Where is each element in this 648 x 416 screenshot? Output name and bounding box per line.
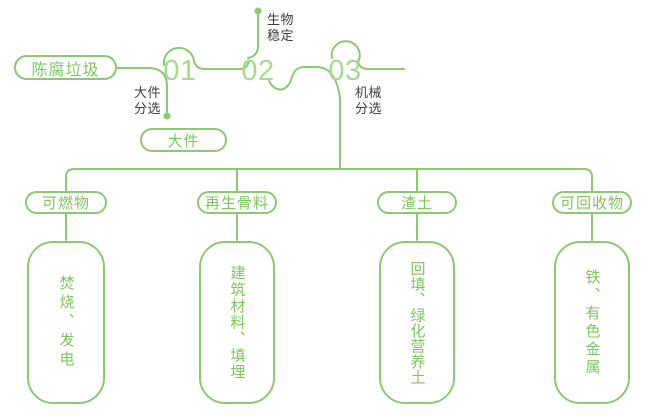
label-mechanical-sorting: 机械 分选 bbox=[355, 85, 383, 116]
node-recyclables: 可回收物 bbox=[552, 191, 632, 214]
box-recyclables-detail: 铁、有色金属 bbox=[554, 241, 630, 404]
node-large-item: 大件 bbox=[140, 128, 227, 152]
wire-step2-to-distributor bbox=[268, 66, 341, 170]
label-bio-stabilization: 生物 稳定 bbox=[267, 12, 295, 43]
wire-root-to-step1 bbox=[116, 67, 168, 113]
detail-iron-nonferrous-metal: 铁、有色金属 bbox=[583, 268, 601, 377]
wire-step3-out bbox=[330, 40, 405, 70]
label-bulky-sorting: 大件 分选 bbox=[134, 85, 162, 116]
dot-bio-stabilize bbox=[254, 7, 262, 15]
step-number-1: 01 bbox=[163, 55, 197, 87]
node-recycled-aggregate: 再生骨料 bbox=[197, 191, 277, 214]
node-combustibles: 可燃物 bbox=[25, 191, 107, 214]
wire-distributor-rail bbox=[65, 168, 593, 192]
box-slag-soil-detail: 回填、绿化营养土 bbox=[379, 241, 455, 404]
detail-building-material-landfill: 建筑材料、填埋 bbox=[228, 264, 246, 381]
detail-backfill-nutrient-soil: 回填、绿化营养土 bbox=[408, 260, 426, 385]
node-slag-soil: 渣土 bbox=[377, 191, 457, 214]
detail-incineration-power: 焚烧、发电 bbox=[57, 275, 75, 370]
step-number-3: 03 bbox=[328, 55, 362, 87]
step-number-2: 02 bbox=[241, 55, 275, 87]
box-recycled-aggregate-detail: 建筑材料、填埋 bbox=[199, 241, 275, 404]
box-combustibles-detail: 焚烧、发电 bbox=[27, 241, 105, 404]
node-root-waste: 陈腐垃圾 bbox=[14, 55, 117, 80]
dot-large-item bbox=[163, 112, 171, 120]
wire-step1-to-step2 bbox=[162, 46, 250, 70]
wire-bio-dot-to-step2 bbox=[247, 14, 259, 59]
